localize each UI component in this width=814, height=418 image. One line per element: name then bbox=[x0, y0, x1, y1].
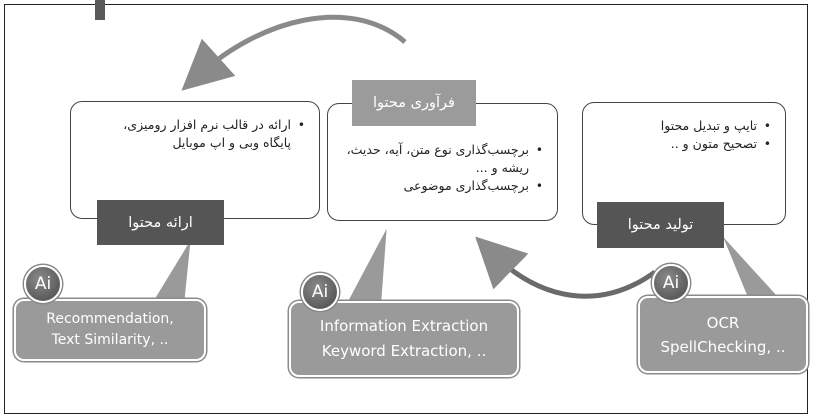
presentation-bullet: ارائه در قالب نرم افزار رومیزی، پایگاه و… bbox=[95, 116, 305, 152]
ai-callout-production: OCR SpellChecking, .. bbox=[638, 296, 808, 373]
ai-badge-icon: Ai bbox=[24, 265, 62, 303]
processing-bullet: برچسب‌گذاری موضوعی bbox=[343, 177, 543, 195]
arrow-processing-to-presentation bbox=[181, 14, 407, 91]
callout-line: SpellChecking, .. bbox=[660, 337, 786, 356]
ai-callout-processing: Information Extraction Keyword Extractio… bbox=[289, 301, 519, 377]
processing-bullet: برچسب‌گذاری نوع متن، آیه، حدیث، ریشه و .… bbox=[343, 141, 543, 177]
pointer-processing bbox=[343, 223, 389, 306]
production-bullet: تایپ و تبدیل محتوا bbox=[601, 117, 771, 135]
pointer-production bbox=[719, 231, 785, 301]
arrow-production-to-processing bbox=[475, 236, 657, 299]
stage-box-presentation: ارائه در قالب نرم افزار رومیزی، پایگاه و… bbox=[70, 101, 320, 219]
corner-tab-marker bbox=[95, 0, 105, 20]
processing-bullets: برچسب‌گذاری نوع متن، آیه، حدیث، ریشه و .… bbox=[343, 141, 543, 195]
ai-badge-icon: Ai bbox=[301, 273, 339, 311]
stage-label-production: تولید محتوا bbox=[597, 202, 724, 248]
callout-line: Recommendation, bbox=[46, 311, 174, 327]
production-bullet: تصحیح متون و .. bbox=[601, 135, 771, 153]
callout-line: Information Extraction bbox=[319, 317, 489, 335]
stage-label-presentation: ارائه محتوا bbox=[97, 200, 224, 245]
pointer-presentation bbox=[148, 235, 193, 306]
ai-callout-presentation: Recommendation, Text Similarity, .. bbox=[14, 299, 206, 361]
stage-label-processing: فرآوری محتوا bbox=[352, 80, 476, 126]
presentation-bullets: ارائه در قالب نرم افزار رومیزی، پایگاه و… bbox=[95, 116, 305, 152]
production-bullets: تایپ و تبدیل محتوا تصحیح متون و .. bbox=[601, 117, 771, 153]
callout-line: OCR bbox=[706, 313, 740, 332]
callout-line: Keyword Extraction, .. bbox=[321, 342, 487, 360]
callout-line: Text Similarity, .. bbox=[51, 332, 169, 348]
ai-badge-icon: Ai bbox=[652, 264, 690, 302]
